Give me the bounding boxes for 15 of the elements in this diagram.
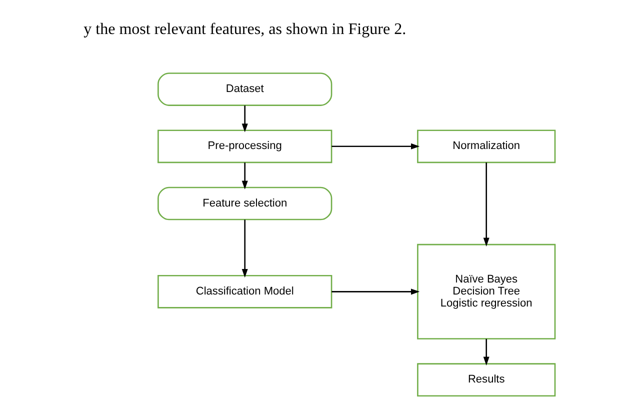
node-box: Dataset	[158, 72, 332, 106]
node-box: Naïve Bayes Decision Tree Logistic regression	[417, 244, 556, 340]
arrow	[483, 338, 490, 366]
arrow	[332, 143, 420, 150]
arrow	[332, 288, 420, 295]
label: y the most relevant features, as shown in Figure 2.	[84, 20, 406, 38]
node-box: Classification Model	[158, 275, 332, 308]
node-box: Pre-processing	[158, 130, 332, 164]
node-box: Feature selection	[158, 186, 332, 220]
arrow	[483, 162, 490, 246]
node-box: Normalization	[417, 130, 556, 164]
arrow	[242, 105, 248, 132]
node-box: Results	[417, 363, 556, 397]
arrow	[242, 220, 248, 278]
arrow	[242, 162, 248, 190]
